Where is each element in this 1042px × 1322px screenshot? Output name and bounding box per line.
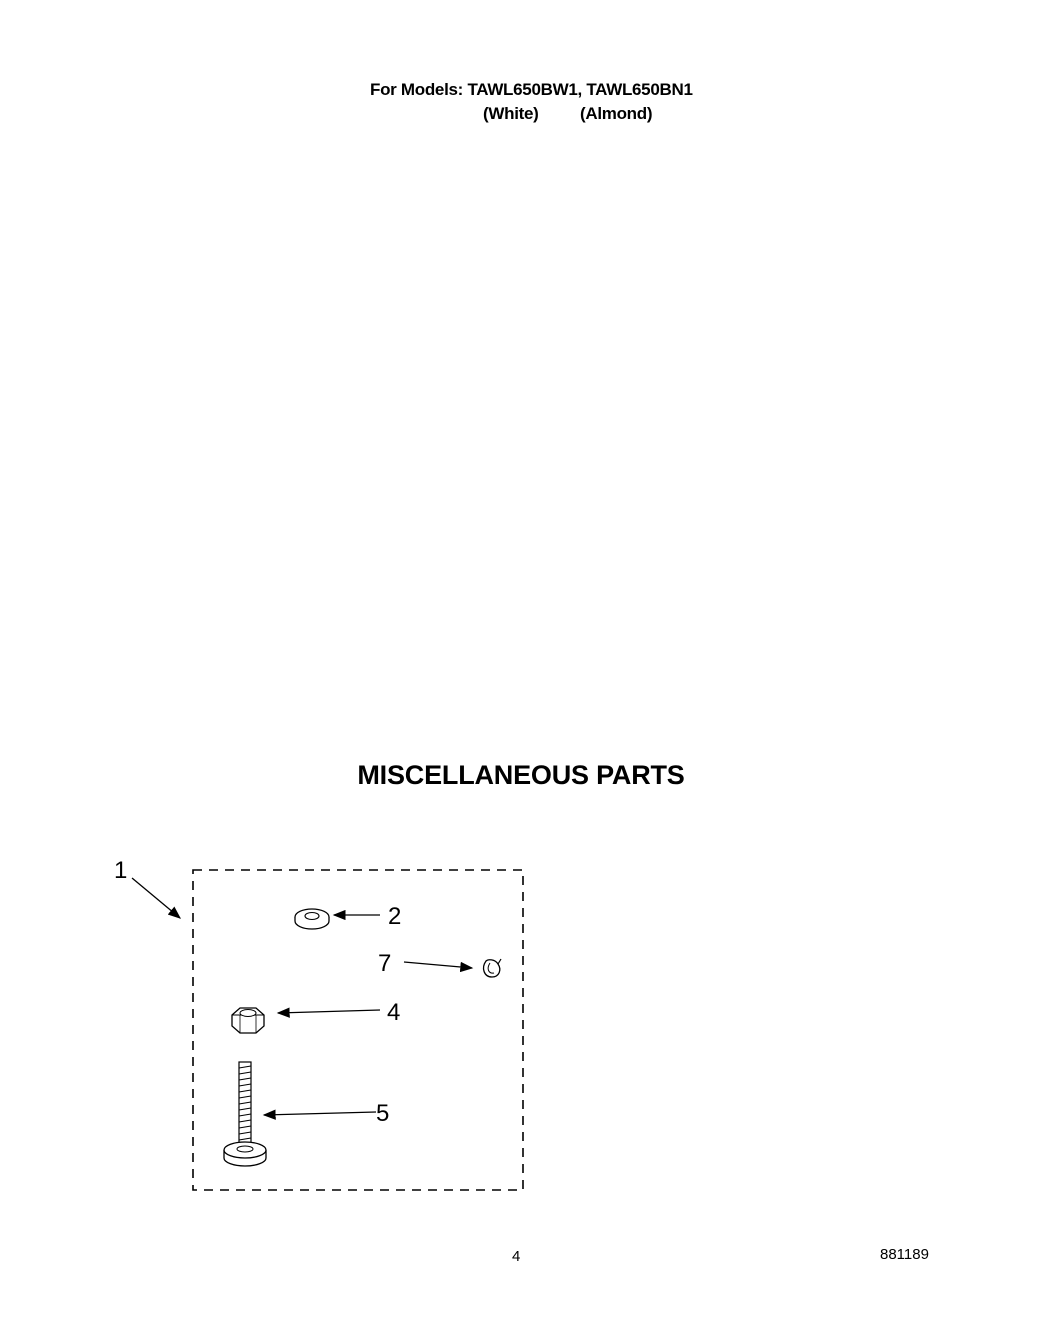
kit-boundary bbox=[192, 869, 524, 1191]
callout-4: 4 bbox=[387, 999, 400, 1026]
leader-line-7 bbox=[403, 961, 474, 973]
washer-part bbox=[294, 908, 330, 930]
leader-line-5 bbox=[262, 1109, 377, 1120]
leader-line-4 bbox=[276, 1007, 381, 1018]
hex-nut-part bbox=[231, 1007, 265, 1034]
clip-part bbox=[482, 958, 502, 978]
parts-diagram: 1 2 7 4 5 bbox=[114, 857, 524, 1191]
model-color-white: (White) bbox=[483, 104, 539, 123]
callout-7: 7 bbox=[378, 950, 391, 977]
leveling-bolt-part bbox=[223, 1061, 267, 1167]
page-number: 4 bbox=[512, 1248, 521, 1265]
document-number: 881189 bbox=[880, 1246, 929, 1263]
callout-2: 2 bbox=[388, 903, 401, 930]
models-line: For Models: TAWL650BW1, TAWL650BN1 bbox=[370, 80, 693, 99]
leader-line-1 bbox=[131, 877, 181, 919]
model-color-almond: (Almond) bbox=[580, 104, 653, 123]
callout-5: 5 bbox=[376, 1100, 389, 1127]
callout-1: 1 bbox=[114, 857, 127, 884]
section-title: MISCELLANEOUS PARTS bbox=[357, 760, 685, 790]
